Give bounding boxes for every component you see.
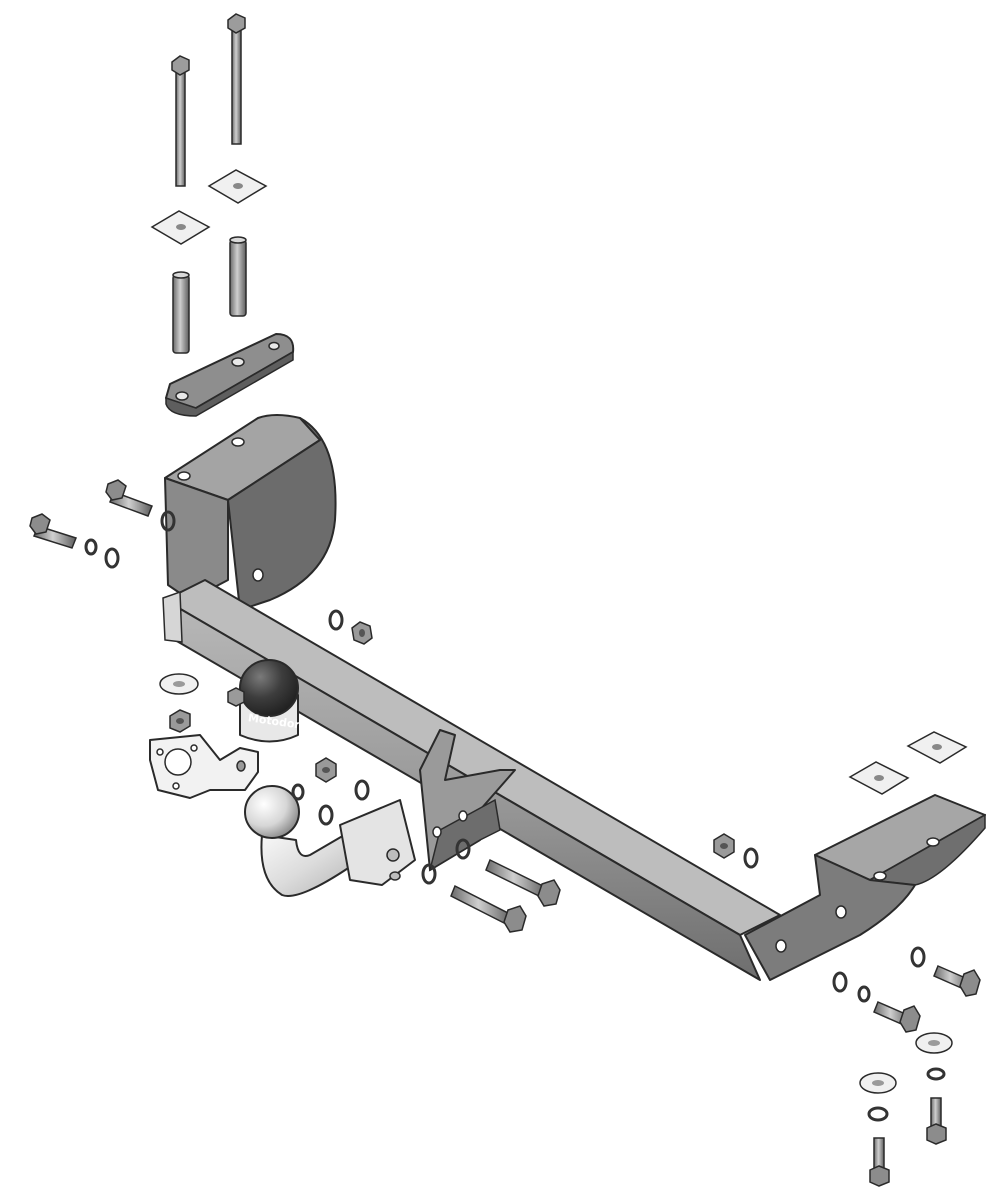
tow-ball-neck bbox=[260, 799, 416, 897]
long-bolt bbox=[171, 55, 190, 187]
flat-washer bbox=[159, 673, 199, 695]
hex-bolt bbox=[869, 1137, 890, 1187]
washer bbox=[867, 1106, 889, 1122]
counter-plate bbox=[165, 333, 295, 417]
square-plate bbox=[906, 731, 968, 764]
hex-bolt bbox=[926, 1097, 947, 1145]
ball-cap: Motodor bbox=[239, 659, 301, 743]
washer bbox=[160, 510, 176, 532]
spacer-tube bbox=[172, 271, 190, 354]
washer bbox=[832, 971, 848, 993]
washer bbox=[318, 804, 334, 826]
socket-plate bbox=[149, 734, 259, 799]
hex-nut bbox=[713, 833, 735, 859]
washer bbox=[857, 985, 871, 1003]
hex-bolt bbox=[105, 479, 153, 517]
flat-washer bbox=[859, 1072, 897, 1094]
hex-bolt bbox=[933, 965, 981, 997]
washer bbox=[743, 847, 759, 869]
hex-nut bbox=[169, 709, 191, 733]
hex-bolt bbox=[873, 1001, 921, 1033]
left-mounting-bracket bbox=[164, 414, 337, 611]
spacer-tube bbox=[229, 236, 247, 317]
hex-bolt bbox=[29, 513, 77, 549]
hex-bolt bbox=[450, 884, 527, 933]
washer bbox=[354, 779, 370, 801]
hex-nut bbox=[351, 621, 373, 645]
washer bbox=[910, 946, 926, 968]
square-plate bbox=[207, 169, 268, 204]
hex-bolt bbox=[485, 858, 561, 907]
washer bbox=[291, 783, 305, 801]
tow-ball bbox=[244, 785, 300, 839]
square-plate bbox=[150, 210, 211, 245]
hex-nut bbox=[227, 687, 245, 707]
washer bbox=[84, 538, 98, 556]
flat-washer bbox=[915, 1032, 953, 1054]
washer bbox=[421, 863, 437, 885]
hex-nut bbox=[315, 757, 337, 783]
long-bolt bbox=[227, 13, 246, 145]
square-plate bbox=[848, 761, 910, 795]
ball-mount-bracket bbox=[419, 729, 516, 872]
washer bbox=[926, 1067, 946, 1081]
washer bbox=[328, 609, 344, 631]
washer bbox=[455, 838, 471, 860]
right-mounting-bracket bbox=[744, 794, 986, 981]
washer bbox=[104, 547, 120, 569]
